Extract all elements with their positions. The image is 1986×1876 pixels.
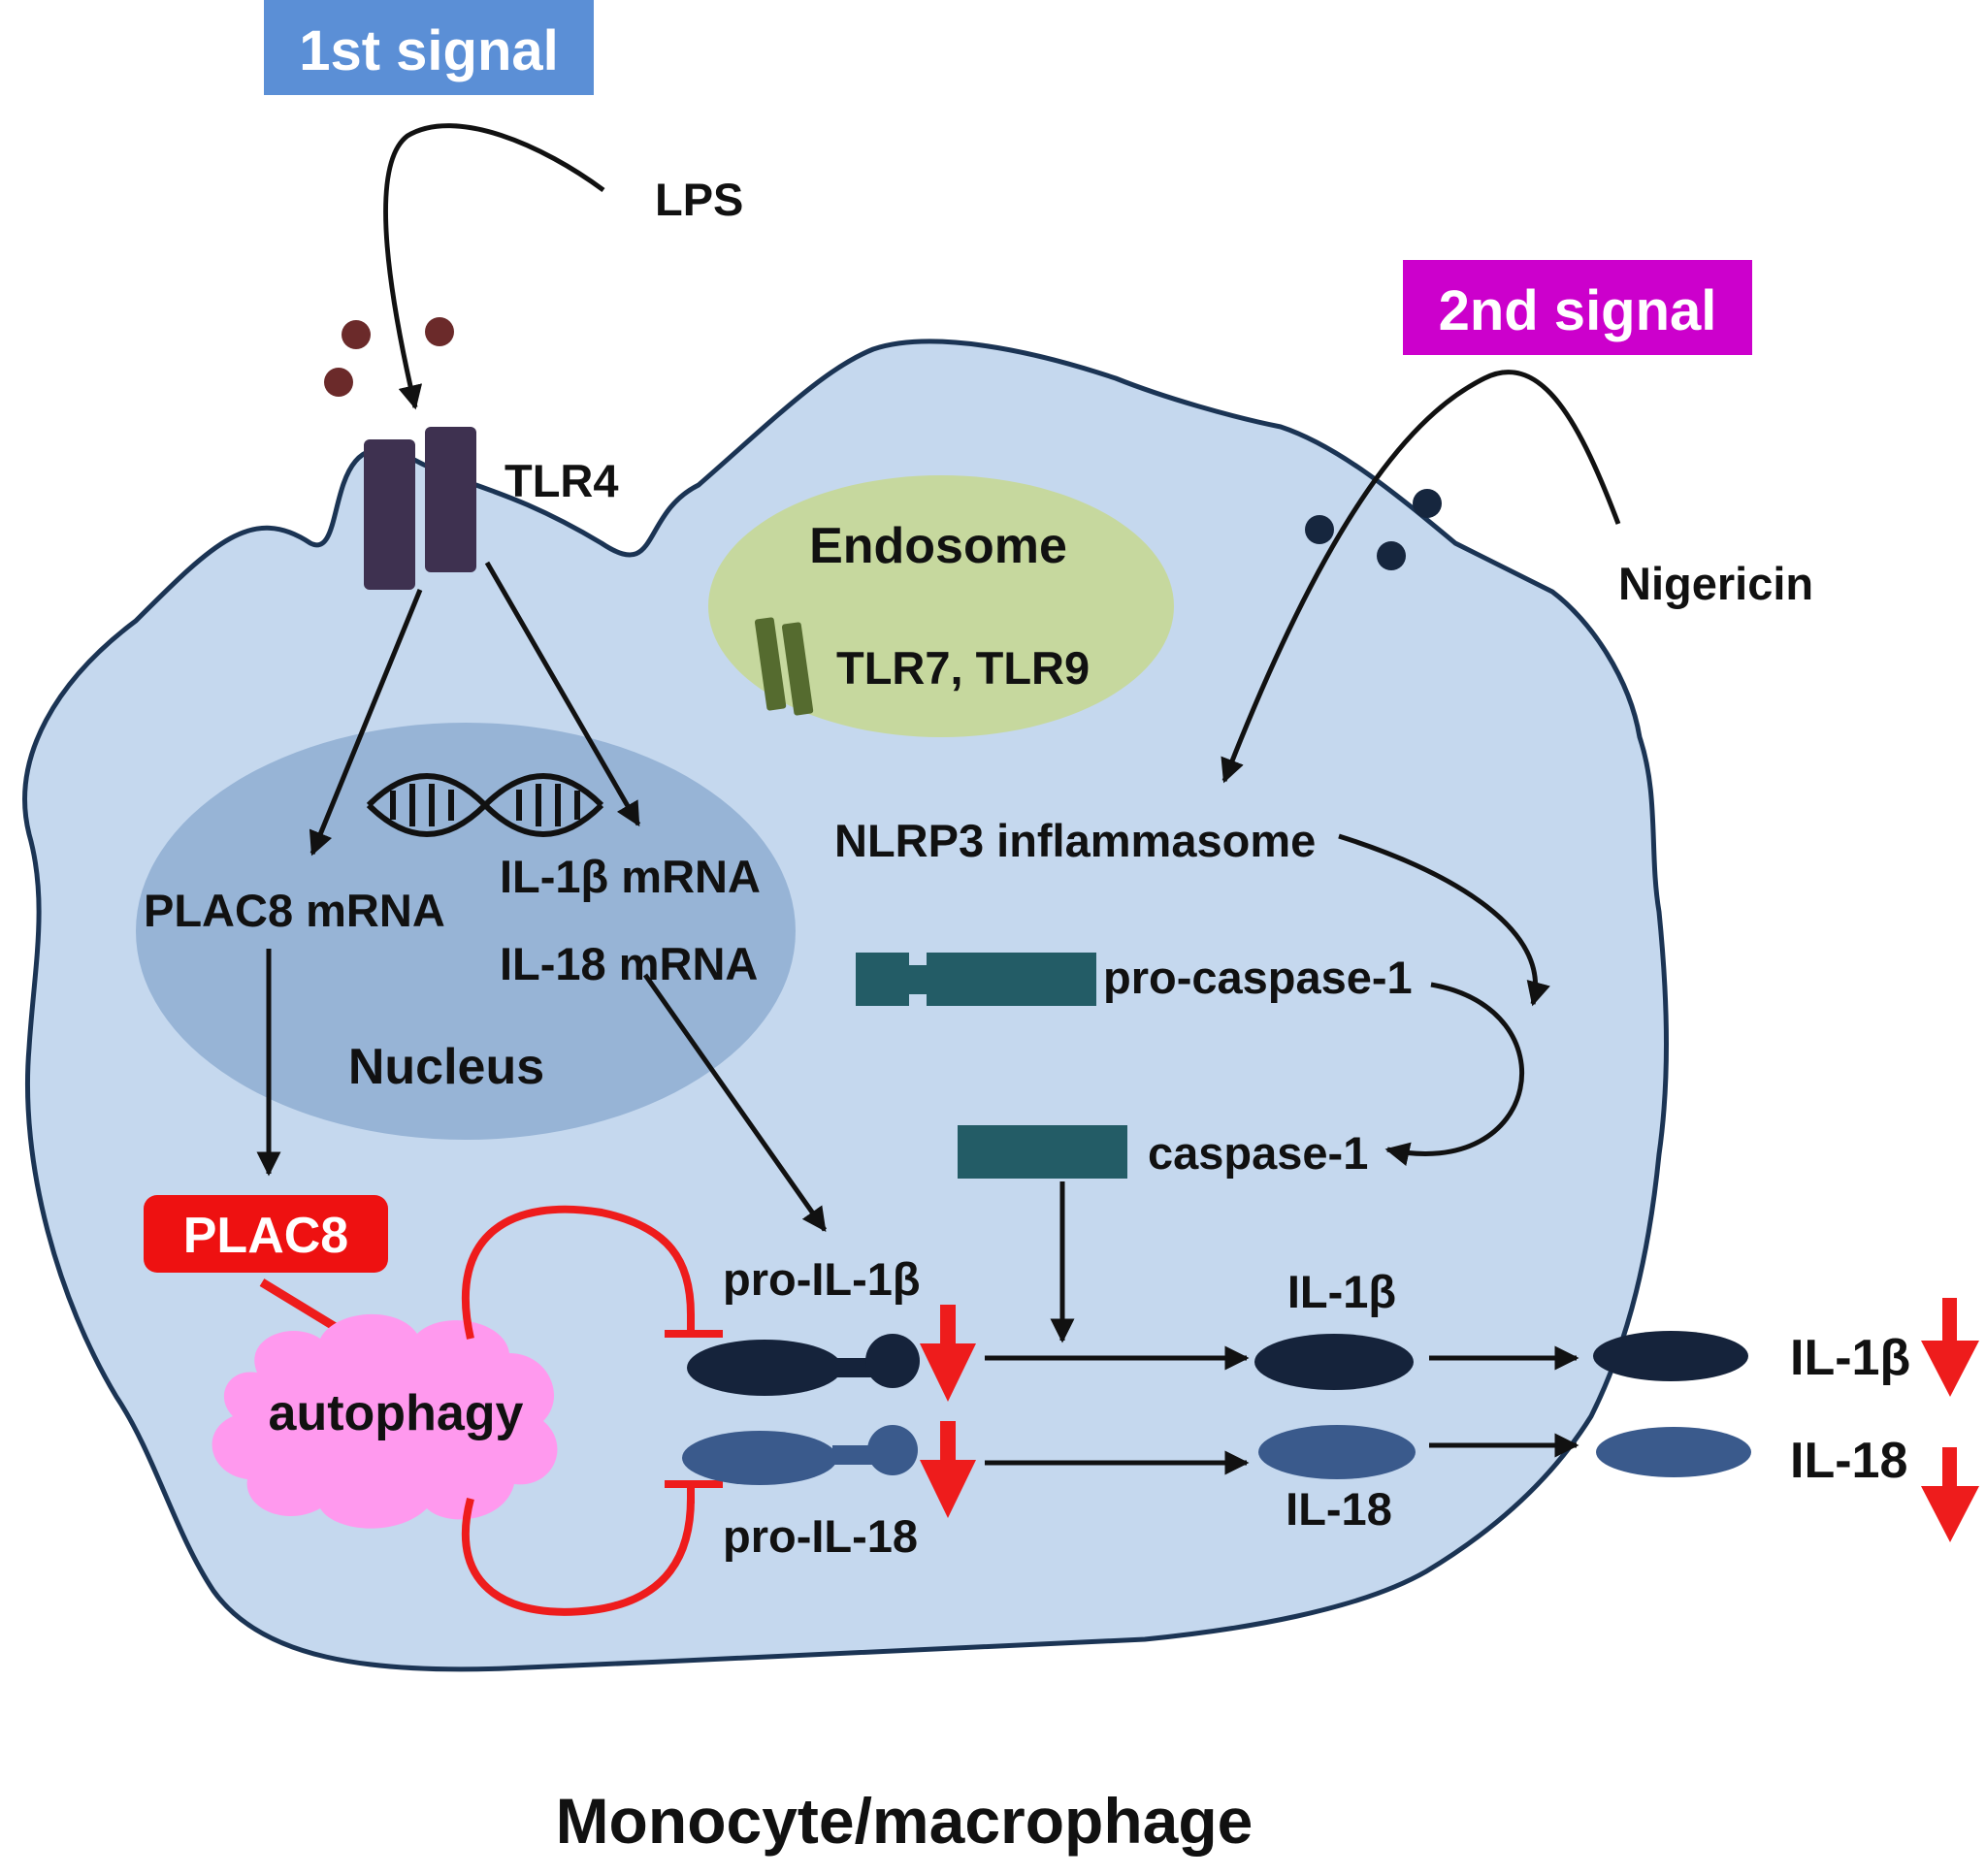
pro-il1b-protein [687, 1334, 920, 1396]
first-signal-label: 1st signal [299, 19, 559, 82]
nlrp3-to-caspase-arrow [1338, 833, 1550, 1007]
autophagy-inhibit-pro-il1b [461, 1205, 695, 1340]
nigericin-molecule-dot [1413, 489, 1442, 518]
plac8-mrna-label: PLAC8 mRNA [144, 885, 445, 936]
lps-label: LPS [655, 174, 743, 225]
il1b-out-label: IL-1β [1790, 1330, 1910, 1386]
nigericin-molecule-dot [1377, 541, 1406, 570]
il18-mrna-to-pro-il1b-arrow [642, 973, 828, 1233]
autophagy-cloud [212, 1313, 558, 1529]
first-signal-badge [264, 0, 594, 95]
pro-il1b-down-arrow [920, 1305, 976, 1402]
il18-mature-protein [1258, 1425, 1416, 1479]
nlrp3-label: NLRP3 inflammasome [834, 815, 1316, 866]
tlr4-receptor-right [425, 427, 476, 572]
pro-il1b-label: pro-IL-1β [723, 1253, 921, 1305]
il1b-mrna-label: IL-1β mRNA [500, 851, 761, 902]
pro-caspase1-block [856, 953, 1096, 1006]
nigericin-molecule-dot [1305, 515, 1334, 544]
il18-out-label: IL-18 [1790, 1433, 1907, 1489]
il18-label: IL-18 [1286, 1483, 1392, 1535]
autophagy-inhibit-pro-il18 [461, 1497, 695, 1616]
nigericin-arrow [1221, 370, 1621, 784]
tlr7-receptor-a [754, 617, 787, 711]
plac8-label: PLAC8 [183, 1208, 348, 1264]
tlr4-receptor-left [364, 439, 415, 590]
endosome-label: Endosome [809, 518, 1067, 574]
cell-type-label: Monocyte/macrophage [556, 1785, 1253, 1857]
pro-il18-label: pro-IL-18 [723, 1510, 918, 1562]
second-signal-label: 2nd signal [1439, 279, 1717, 342]
dna-icon [366, 773, 604, 837]
autophagy-label: autophagy [269, 1385, 524, 1441]
il18-mrna-label: IL-18 mRNA [500, 938, 758, 989]
lps-molecule-dot [425, 317, 454, 346]
pro-caspase-to-caspase-arrow [1384, 982, 1525, 1166]
endosome [708, 475, 1174, 737]
il1b-out-down-arrow [1921, 1298, 1979, 1397]
il18-out-down-arrow [1921, 1447, 1979, 1542]
second-signal-badge [1403, 260, 1752, 355]
nucleus-label: Nucleus [348, 1039, 544, 1095]
caspase1-label: caspase-1 [1148, 1127, 1368, 1179]
pro-il18-down-arrow [920, 1421, 976, 1518]
caspase1-block [958, 1125, 1127, 1179]
tlr9-receptor-b [781, 622, 814, 716]
lps-molecule-dot [342, 320, 371, 349]
il1b-secreted-protein [1593, 1331, 1748, 1381]
lps-molecule-dot [324, 368, 353, 397]
tlr7-tlr9-label: TLR7, TLR9 [836, 642, 1090, 694]
nigericin-label: Nigericin [1618, 558, 1813, 609]
pro-il18-protein [682, 1425, 918, 1485]
tlr4-label: TLR4 [505, 455, 619, 506]
lps-arrow [382, 123, 605, 410]
il1b-mature-protein [1254, 1334, 1414, 1390]
plac8-box [144, 1195, 388, 1273]
tlr4-to-plac8-arrow [309, 589, 423, 857]
nucleus [136, 723, 796, 1140]
tlr4-to-il1b-arrow [484, 561, 641, 827]
pro-caspase1-label: pro-caspase-1 [1103, 952, 1413, 1003]
il18-secreted-protein [1596, 1427, 1751, 1477]
il1b-label: IL-1β [1287, 1266, 1396, 1317]
